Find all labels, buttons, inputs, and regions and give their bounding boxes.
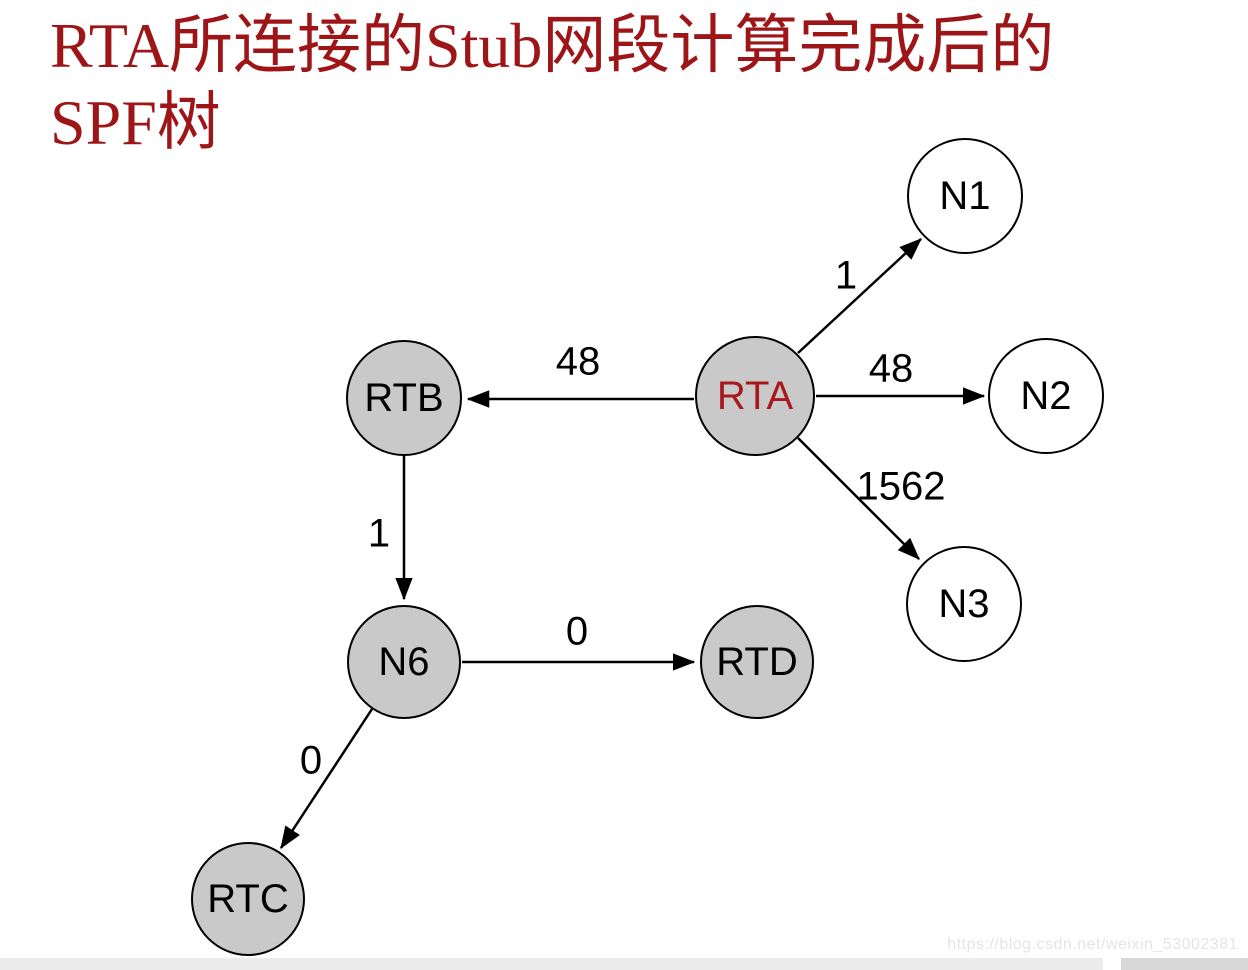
edge-cost-rta-n3: 1562 [856, 464, 946, 509]
node-n1-label: N1 [939, 173, 991, 218]
node-n2: N2 [988, 338, 1104, 454]
node-n3-label: N3 [938, 581, 990, 626]
node-n2-label: N2 [1020, 373, 1072, 418]
node-n6-label: N6 [378, 639, 430, 684]
edge-cost-rta-rtb: 48 [555, 339, 601, 384]
csdn-watermark: https://blog.csdn.net/weixin_53002381 [947, 936, 1238, 953]
node-rtc: RTC [191, 842, 305, 956]
page-title-line1: RTA所连接的Stub网段计算完成后的 [50, 10, 1055, 81]
node-rtc-label: RTC [207, 876, 289, 921]
edge-cost-rtb-n6: 1 [367, 511, 391, 556]
edge-rta-n1 [797, 238, 922, 354]
edge-cost-rta-n1: 1 [834, 253, 858, 298]
edge-rta-n3 [797, 437, 920, 560]
node-rtd-label: RTD [716, 639, 798, 684]
node-n3: N3 [906, 546, 1022, 662]
node-rtb-label: RTB [364, 375, 444, 420]
node-rta-label: RTA [716, 373, 794, 418]
edge-cost-n6-rtc: 0 [299, 738, 323, 783]
page-title-line2: SPF树 [50, 86, 221, 158]
edge-cost-n6-rtd: 0 [565, 609, 589, 654]
horizontal-scrollbar-thumb[interactable] [1121, 958, 1248, 970]
horizontal-scrollbar-track[interactable] [0, 958, 1103, 970]
node-rtb: RTB [346, 340, 462, 456]
node-rta: RTA [695, 336, 815, 456]
node-rtd: RTD [700, 605, 814, 719]
edge-n6-rtc [279, 708, 374, 850]
edge-cost-rta-n2: 48 [868, 346, 914, 391]
page-title: RTA所连接的Stub网段计算完成后的 SPF树 [50, 8, 1054, 162]
node-n1: N1 [907, 138, 1023, 254]
node-n6: N6 [347, 605, 461, 719]
